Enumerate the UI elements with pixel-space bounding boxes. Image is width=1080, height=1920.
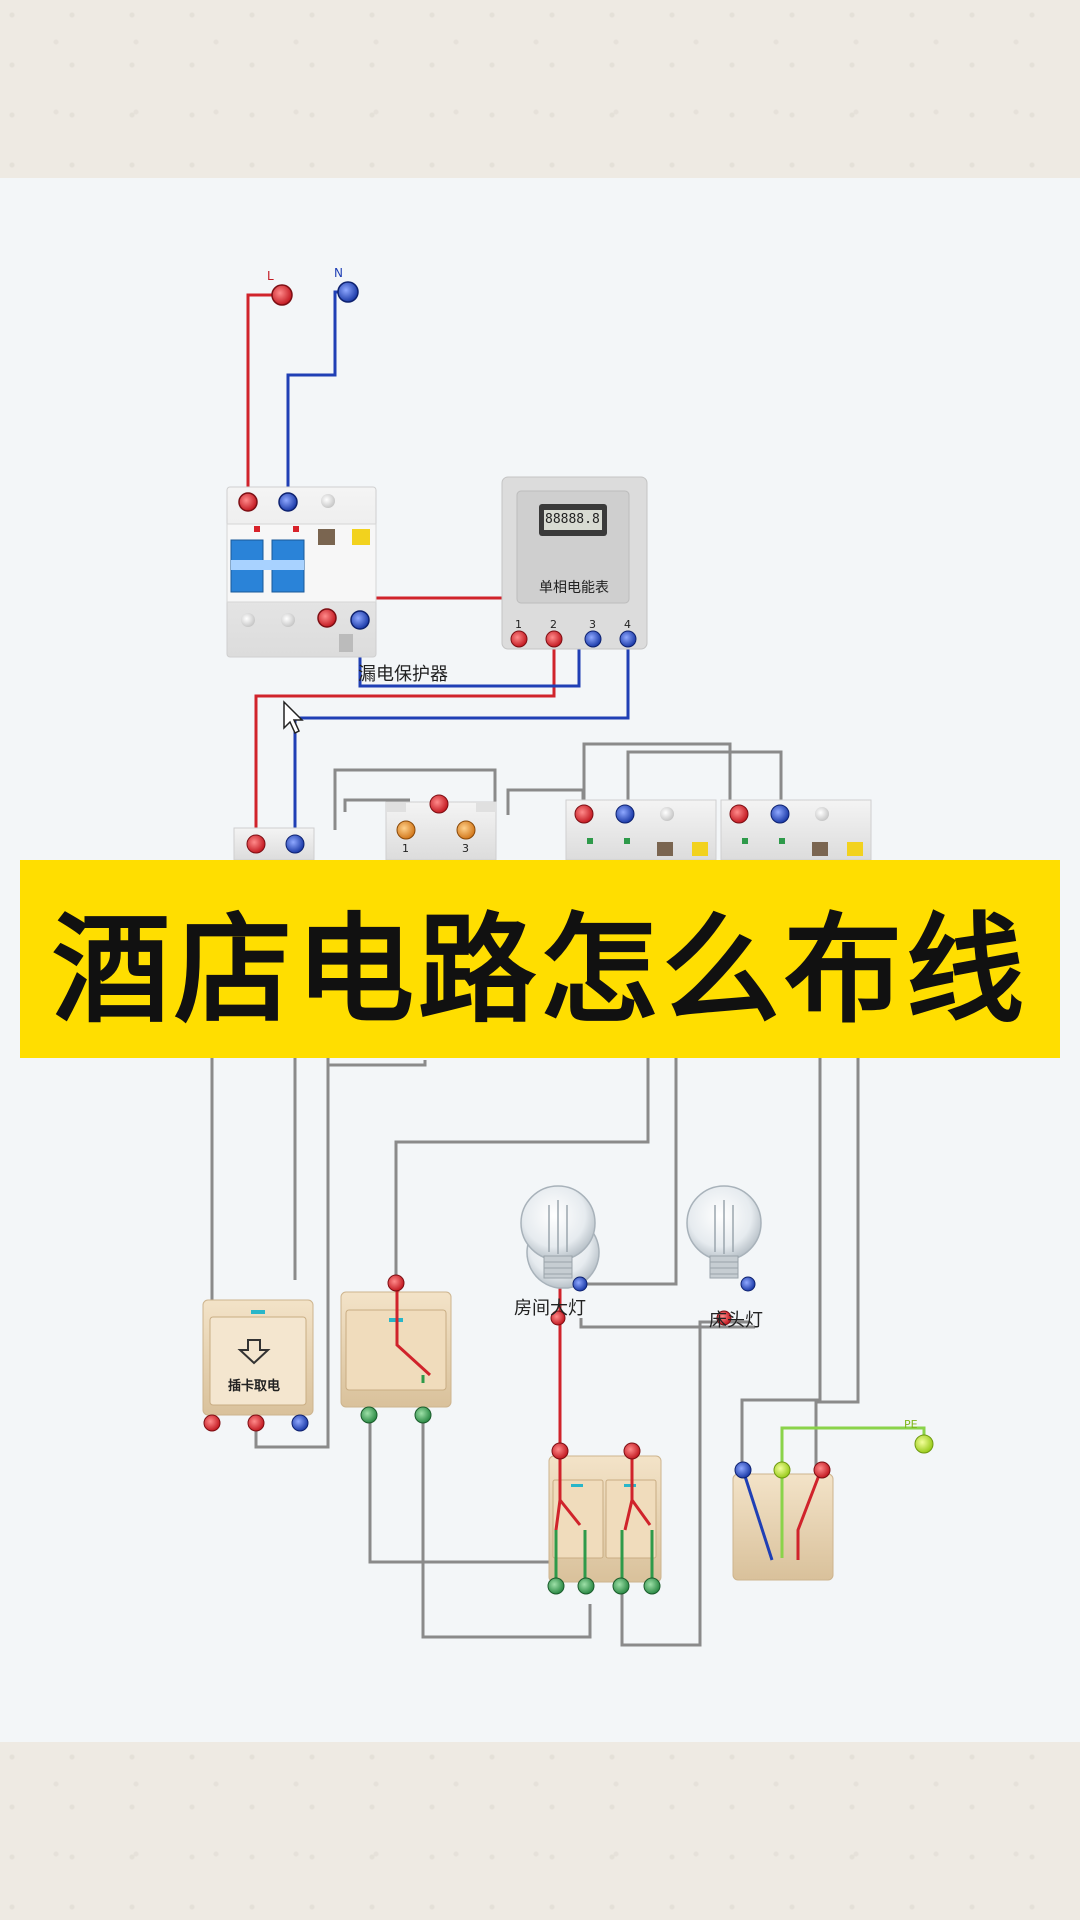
meter-terminal-1-label: 1 <box>515 618 522 631</box>
card-switch-terminal-3[interactable] <box>291 1414 309 1432</box>
rcd-neutral-out-terminal[interactable] <box>350 610 370 630</box>
two-gang-out-3[interactable] <box>612 1577 630 1595</box>
card-power-switch[interactable] <box>202 1299 314 1416</box>
neutral-label: N <box>334 266 343 280</box>
pe-input-terminal[interactable] <box>914 1434 934 1454</box>
energy-meter[interactable] <box>501 476 648 650</box>
rcd-neutral-in-terminal[interactable] <box>278 492 298 512</box>
rcd-breaker[interactable] <box>226 486 377 658</box>
meter-terminal-3[interactable] <box>584 630 602 648</box>
contactor-terminal-3[interactable] <box>456 820 476 840</box>
meter-terminal-2[interactable] <box>545 630 563 648</box>
switch-l1-terminal[interactable] <box>360 1406 378 1424</box>
two-gang-out-2[interactable] <box>577 1577 595 1595</box>
meter-terminal-1[interactable] <box>510 630 528 648</box>
branch-2-line-terminal[interactable] <box>729 804 749 824</box>
neutral-input-terminal[interactable] <box>337 281 359 303</box>
main-breaker-neutral-terminal[interactable] <box>285 834 305 854</box>
meter-display: 88888.8 <box>545 512 600 527</box>
two-gang-l2-terminal[interactable] <box>623 1442 641 1460</box>
contactor-coil-terminal[interactable] <box>429 794 449 814</box>
pe-wires <box>780 1426 926 1470</box>
contactor-terminal-1-label: 1 <box>402 842 409 855</box>
live-label: L <box>267 269 274 283</box>
two-gang-out-4[interactable] <box>643 1577 661 1595</box>
pe-label: PE <box>904 1418 918 1431</box>
socket-live-terminal[interactable] <box>813 1461 831 1479</box>
card-switch-terminal-2[interactable] <box>247 1414 265 1432</box>
room-light-label: 房间大灯 <box>514 1298 586 1319</box>
paper-background-top <box>0 0 1080 178</box>
room-light-line-terminal[interactable] <box>550 1310 566 1326</box>
rcd-line-out-terminal[interactable] <box>317 608 337 628</box>
branch-1-line-terminal[interactable] <box>574 804 594 824</box>
socket-earth-terminal[interactable] <box>773 1461 791 1479</box>
paper-background-bottom <box>0 1742 1080 1920</box>
mouse-cursor-icon <box>283 700 304 735</box>
rcd-label: 漏电保护器 <box>358 664 448 685</box>
room-light-neutral-terminal[interactable] <box>572 1276 588 1292</box>
card-switch-terminal-1[interactable] <box>203 1414 221 1432</box>
contactor-terminal-3-label: 3 <box>462 842 469 855</box>
branch-2-neutral-terminal[interactable] <box>770 804 790 824</box>
meter-terminal-3-label: 3 <box>589 618 596 631</box>
single-gang-switch[interactable] <box>340 1283 452 1408</box>
two-gang-l1-terminal[interactable] <box>551 1442 569 1460</box>
two-gang-out-1[interactable] <box>547 1577 565 1595</box>
meter-terminal-4-label: 4 <box>624 618 631 631</box>
switch-l2-terminal[interactable] <box>414 1406 432 1424</box>
bed-light-line-terminal[interactable] <box>716 1310 732 1326</box>
meter-terminal-4[interactable] <box>619 630 637 648</box>
card-switch-label: 插卡取电 <box>228 1379 281 1394</box>
rcd-line-in-terminal[interactable] <box>238 492 258 512</box>
bed-light-bulb-icon[interactable] <box>686 1185 762 1279</box>
contactor-terminal-1[interactable] <box>396 820 416 840</box>
socket-neutral-terminal[interactable] <box>734 1461 752 1479</box>
branch-1-neutral-terminal[interactable] <box>615 804 635 824</box>
main-breaker-line-terminal[interactable] <box>246 834 266 854</box>
bed-light-neutral-terminal[interactable] <box>740 1276 756 1292</box>
room-light-bulb-icon[interactable] <box>520 1185 600 1289</box>
power-socket[interactable] <box>732 1469 834 1581</box>
switch-line-terminal[interactable] <box>387 1274 405 1292</box>
title-banner: 酒店电路怎么布线 <box>20 860 1060 1058</box>
meter-terminal-2-label: 2 <box>550 618 557 631</box>
meter-label: 单相电能表 <box>539 580 609 596</box>
live-input-terminal[interactable] <box>271 284 293 306</box>
two-gang-switch[interactable] <box>548 1452 662 1586</box>
page-title: 酒店电路怎么布线 <box>51 900 1028 1039</box>
bed-light-label: 床头灯 <box>709 1310 763 1331</box>
